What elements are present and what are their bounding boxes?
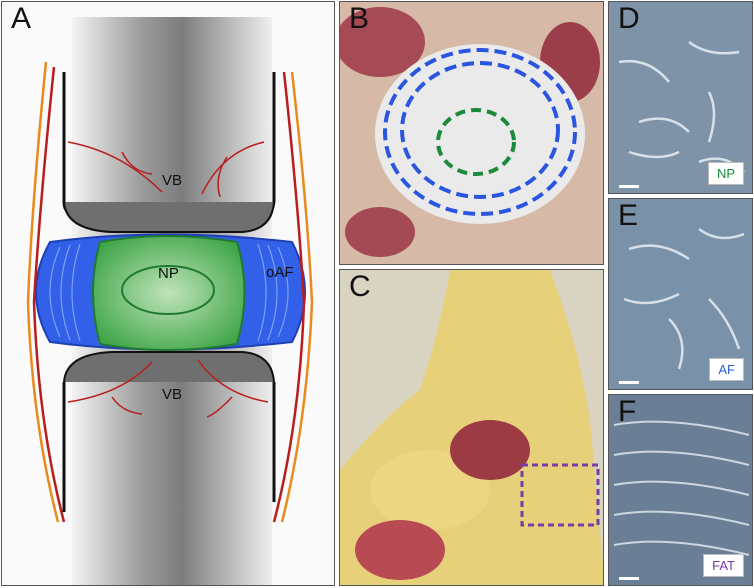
panel-b-letter: B bbox=[349, 2, 370, 35]
af-cell-badge: AF bbox=[709, 358, 744, 381]
fat-lobule bbox=[370, 450, 490, 530]
panel-d-letter: D bbox=[618, 2, 640, 35]
label-vb-bottom: VB bbox=[162, 386, 183, 403]
outer-annulus-outline bbox=[383, 48, 577, 216]
panel-c-tissue-photo: C bbox=[339, 269, 604, 586]
scale-bar bbox=[619, 185, 639, 188]
panel-f-letter: F bbox=[618, 395, 637, 428]
nucleus-outline bbox=[436, 108, 516, 176]
label-np: NP bbox=[158, 265, 179, 282]
panel-a-diagram: A VB NP oAF VB bbox=[1, 1, 335, 586]
tissue-patch bbox=[345, 207, 415, 257]
muscle-tissue bbox=[450, 420, 530, 480]
vertebral-body-top bbox=[72, 17, 272, 237]
spine-schematic bbox=[26, 17, 314, 585]
bottom-vertebra-outline bbox=[62, 382, 276, 512]
panel-d-np-cells: D NP bbox=[608, 1, 753, 194]
fat-cell-micrograph bbox=[613, 420, 750, 580]
bottom-endplate bbox=[63, 351, 275, 383]
muscle-tissue bbox=[355, 520, 445, 580]
fat-cell-badge: FAT bbox=[703, 554, 744, 577]
nucleus-pulposus bbox=[92, 235, 246, 351]
disc-cross-section bbox=[340, 2, 603, 264]
np-cell-badge: NP bbox=[707, 162, 744, 185]
inner-annulus-outline bbox=[400, 61, 560, 199]
vertebral-body-bottom bbox=[72, 347, 272, 585]
panel-a-letter: A bbox=[11, 2, 32, 35]
fat-region-box bbox=[520, 463, 600, 527]
scale-bar bbox=[619, 577, 639, 580]
tissue-specimen bbox=[340, 270, 603, 585]
top-endplate bbox=[63, 201, 275, 233]
scale-bar bbox=[619, 381, 639, 384]
panel-e-af-cells: E AF bbox=[608, 198, 753, 390]
annulus-lamellae bbox=[49, 243, 289, 342]
panel-f-fat-cells: F FAT bbox=[608, 394, 753, 586]
vessel-and-nerve-lines bbox=[26, 61, 314, 523]
nucleus-inner-ring bbox=[121, 265, 215, 315]
panel-c-letter: C bbox=[349, 270, 371, 303]
label-vb-top: VB bbox=[162, 172, 183, 189]
tissue-patch bbox=[340, 7, 425, 77]
label-oaf: oAF bbox=[266, 264, 294, 281]
panel-e-letter: E bbox=[618, 199, 639, 232]
panel-b-disc-photo: B bbox=[339, 1, 604, 265]
af-cell-micrograph bbox=[619, 227, 745, 384]
